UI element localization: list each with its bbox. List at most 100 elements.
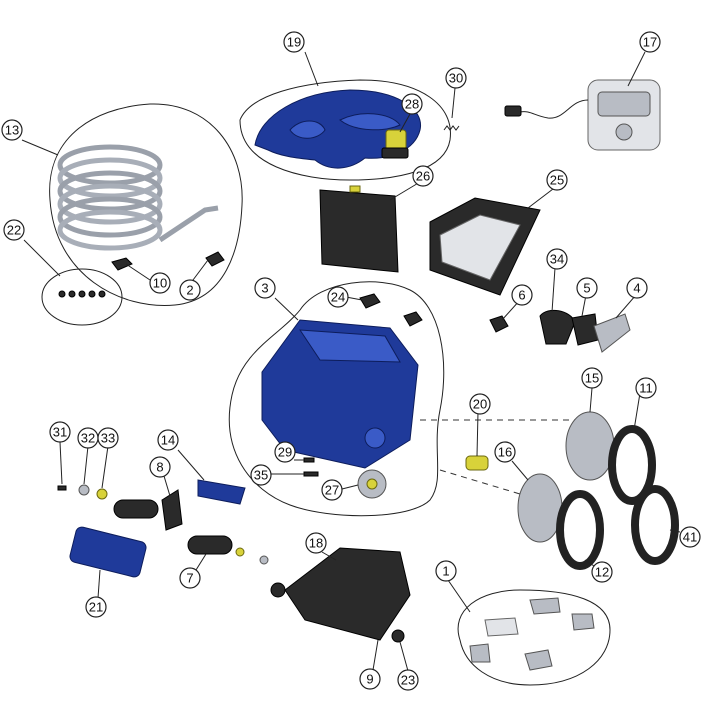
callout-22: 22	[3, 219, 25, 241]
callout-28: 28	[401, 93, 423, 115]
callout-circle	[321, 479, 343, 501]
callout-number: 30	[449, 71, 463, 86]
callout-5: 5	[576, 277, 598, 299]
impeller-part	[489, 315, 509, 333]
callout-circle	[305, 532, 327, 554]
top-cover-vent	[289, 120, 326, 139]
callout-number: 12	[595, 565, 609, 580]
spring-part	[443, 125, 460, 131]
callout-number: 24	[331, 290, 345, 305]
callout-number: 4	[633, 281, 640, 296]
filter-frame	[319, 189, 399, 273]
rear-wheel	[565, 411, 615, 481]
callout-circle	[149, 456, 171, 478]
callout-number: 9	[366, 672, 373, 687]
callout-number: 34	[550, 252, 564, 267]
callout-number: 6	[518, 288, 525, 303]
power-plug	[504, 105, 522, 117]
callout-circle	[179, 567, 201, 589]
pinion-gear-center	[366, 478, 378, 490]
callout-11: 11	[635, 377, 657, 399]
callout-number: 35	[254, 468, 268, 483]
track-rear-inner	[608, 425, 656, 505]
callout-number: 13	[5, 123, 19, 138]
cable-swivel	[205, 251, 225, 267]
filter-frame-latch	[349, 185, 361, 193]
callout-29: 29	[274, 441, 296, 463]
bushing	[465, 455, 489, 471]
filter-basket-mesh	[439, 214, 521, 281]
callout-circle	[1, 119, 23, 141]
callout-30: 30	[445, 67, 467, 89]
brush-support	[161, 489, 183, 531]
callout-circle	[591, 561, 613, 583]
roller-bushing	[235, 547, 245, 557]
callout-number: 1	[442, 564, 449, 579]
motor-housing	[593, 313, 631, 353]
callout-number: 27	[325, 483, 339, 498]
callout-circle	[576, 277, 598, 299]
side-flap	[197, 479, 246, 505]
callout-number: 22	[7, 223, 21, 238]
callout-15: 15	[581, 367, 603, 389]
callout-number: 33	[101, 431, 115, 446]
cable-connector	[111, 257, 133, 271]
callout-26: 26	[412, 165, 434, 187]
callout-circle	[149, 272, 171, 294]
callout-number: 15	[585, 371, 599, 386]
floating-cable-coil	[57, 144, 163, 251]
callout-circle	[327, 286, 349, 308]
washer-33	[96, 488, 108, 500]
wheel-cap-9	[270, 582, 286, 598]
callout-number: 41	[683, 530, 697, 545]
latch-part-base	[381, 147, 409, 159]
callout-13: 13	[1, 119, 23, 141]
callout-20: 20	[469, 393, 491, 415]
callout-6: 6	[511, 284, 533, 306]
brush	[69, 526, 147, 578]
callout-16: 16	[494, 441, 516, 463]
callout-circle	[639, 31, 661, 53]
callout-number: 7	[186, 571, 193, 586]
callout-number: 8	[156, 460, 163, 475]
callout-17: 17	[639, 31, 661, 53]
flap-kit-part-e	[524, 649, 553, 671]
track-front-inner	[556, 490, 604, 570]
callout-circle	[179, 279, 201, 301]
screw-short	[303, 457, 315, 463]
callout-circle	[635, 377, 657, 399]
callout-circle	[435, 560, 457, 582]
callout-circle	[626, 277, 648, 299]
screw-long	[303, 471, 319, 477]
callout-1: 1	[435, 560, 457, 582]
callout-circle	[401, 93, 423, 115]
clip-31	[57, 485, 67, 491]
callout-number: 26	[416, 169, 430, 184]
callout-number: 31	[53, 425, 67, 440]
cable-clips	[58, 290, 106, 298]
leader-lines	[21, 51, 681, 672]
hose-connector-left	[359, 293, 381, 309]
top-cover-handle	[339, 113, 401, 131]
callout-circle	[254, 277, 276, 299]
callout-number: 28	[405, 97, 419, 112]
impeller-cover	[571, 313, 599, 346]
robot-body-wheel-hub	[364, 427, 386, 449]
callout-circle	[3, 219, 25, 241]
callout-circle	[359, 668, 381, 690]
flap-kit-part-a	[484, 617, 519, 637]
callout-circle	[274, 441, 296, 463]
callout-number: 17	[643, 35, 657, 50]
callout-circle	[157, 429, 179, 451]
callout-10: 10	[149, 272, 171, 294]
callout-35: 35	[250, 464, 272, 486]
track-front-outer	[631, 485, 679, 565]
flap-kit-part-b	[529, 597, 561, 615]
callout-circle	[85, 596, 107, 618]
callout-25: 25	[546, 169, 568, 191]
top-cover	[254, 89, 422, 169]
power-supply-panel	[597, 91, 651, 117]
power-cord	[519, 99, 589, 119]
callout-12: 12	[591, 561, 613, 583]
